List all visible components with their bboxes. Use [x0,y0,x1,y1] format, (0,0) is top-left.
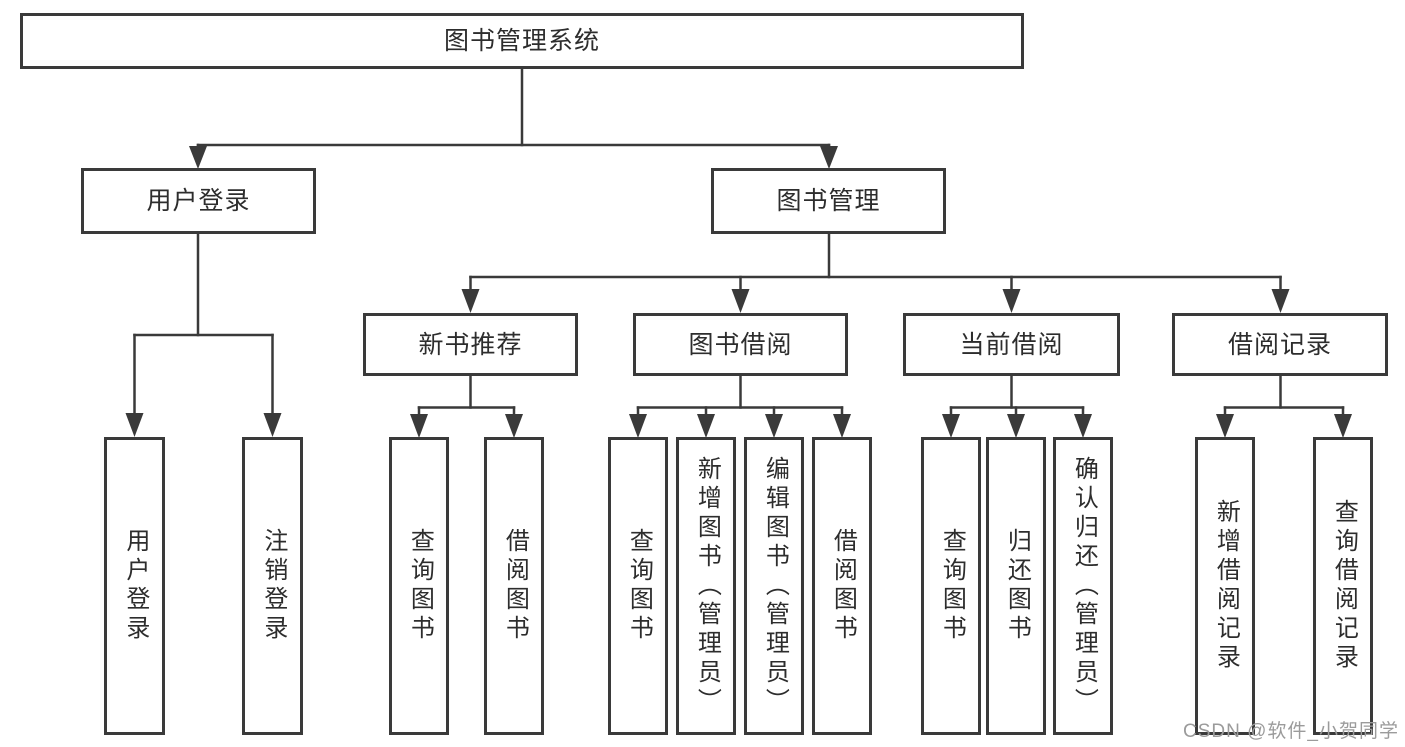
node-current-borrowing-label: 当前借阅 [959,330,1064,359]
leaf-confirm-return-admin-label: 确认归还（管理员） [1070,455,1098,717]
leaf-query-books-borrowing: 查询图书 [608,437,668,735]
leaf-add-book-admin-label: 新增图书（管理员） [693,455,721,717]
leaf-edit-book-admin: 编辑图书（管理员） [744,437,804,735]
leaf-edit-book-admin-label: 编辑图书（管理员） [761,455,789,717]
node-user-login-label: 用户登录 [146,187,251,215]
node-book-borrowing: 图书借阅 [633,313,848,376]
node-book-management-label: 图书管理 [776,187,881,215]
leaf-add-borrow-record-label: 新增借阅记录 [1212,499,1240,673]
node-user-login: 用户登录 [81,168,316,234]
leaf-user-login: 用户登录 [104,437,165,735]
node-book-borrowing-label: 图书借阅 [688,330,793,359]
leaf-user-login-label: 用户登录 [121,528,149,644]
leaf-query-books-recommend: 查询图书 [389,437,449,735]
leaf-borrow-books-recommend-label: 借阅图书 [501,528,529,644]
leaf-query-borrow-record: 查询借阅记录 [1313,437,1373,735]
node-book-management: 图书管理 [711,168,946,234]
node-borrowing-records-label: 借阅记录 [1227,330,1332,359]
leaf-return-book-label: 归还图书 [1003,528,1031,644]
leaf-logout: 注销登录 [242,437,303,735]
leaf-borrow-books-borrowing-label: 借阅图书 [829,528,857,644]
node-borrowing-records: 借阅记录 [1172,313,1388,376]
leaf-confirm-return-admin: 确认归还（管理员） [1053,437,1113,735]
leaf-borrow-books-borrowing: 借阅图书 [812,437,872,735]
leaf-logout-label: 注销登录 [259,528,287,644]
node-root-label: 图书管理系统 [443,27,600,55]
arrowheads [125,146,1352,438]
node-current-borrowing: 当前借阅 [903,313,1120,376]
node-new-book-recommend-label: 新书推荐 [418,330,523,359]
watermark: CSDN @软件_小贺同学 [1183,721,1399,742]
leaf-query-books-recommend-label: 查询图书 [406,528,434,644]
leaf-borrow-books-recommend: 借阅图书 [484,437,544,735]
leaf-add-borrow-record: 新增借阅记录 [1195,437,1255,735]
leaf-add-book-admin: 新增图书（管理员） [676,437,736,735]
node-root: 图书管理系统 [20,13,1024,69]
leaf-query-borrow-record-label: 查询借阅记录 [1330,499,1358,673]
leaf-query-books-borrowing-label: 查询图书 [625,528,653,644]
leaf-query-books-current-label: 查询图书 [938,528,966,644]
node-new-book-recommend: 新书推荐 [363,313,578,376]
leaf-query-books-current: 查询图书 [921,437,981,735]
leaf-return-book: 归还图书 [986,437,1046,735]
